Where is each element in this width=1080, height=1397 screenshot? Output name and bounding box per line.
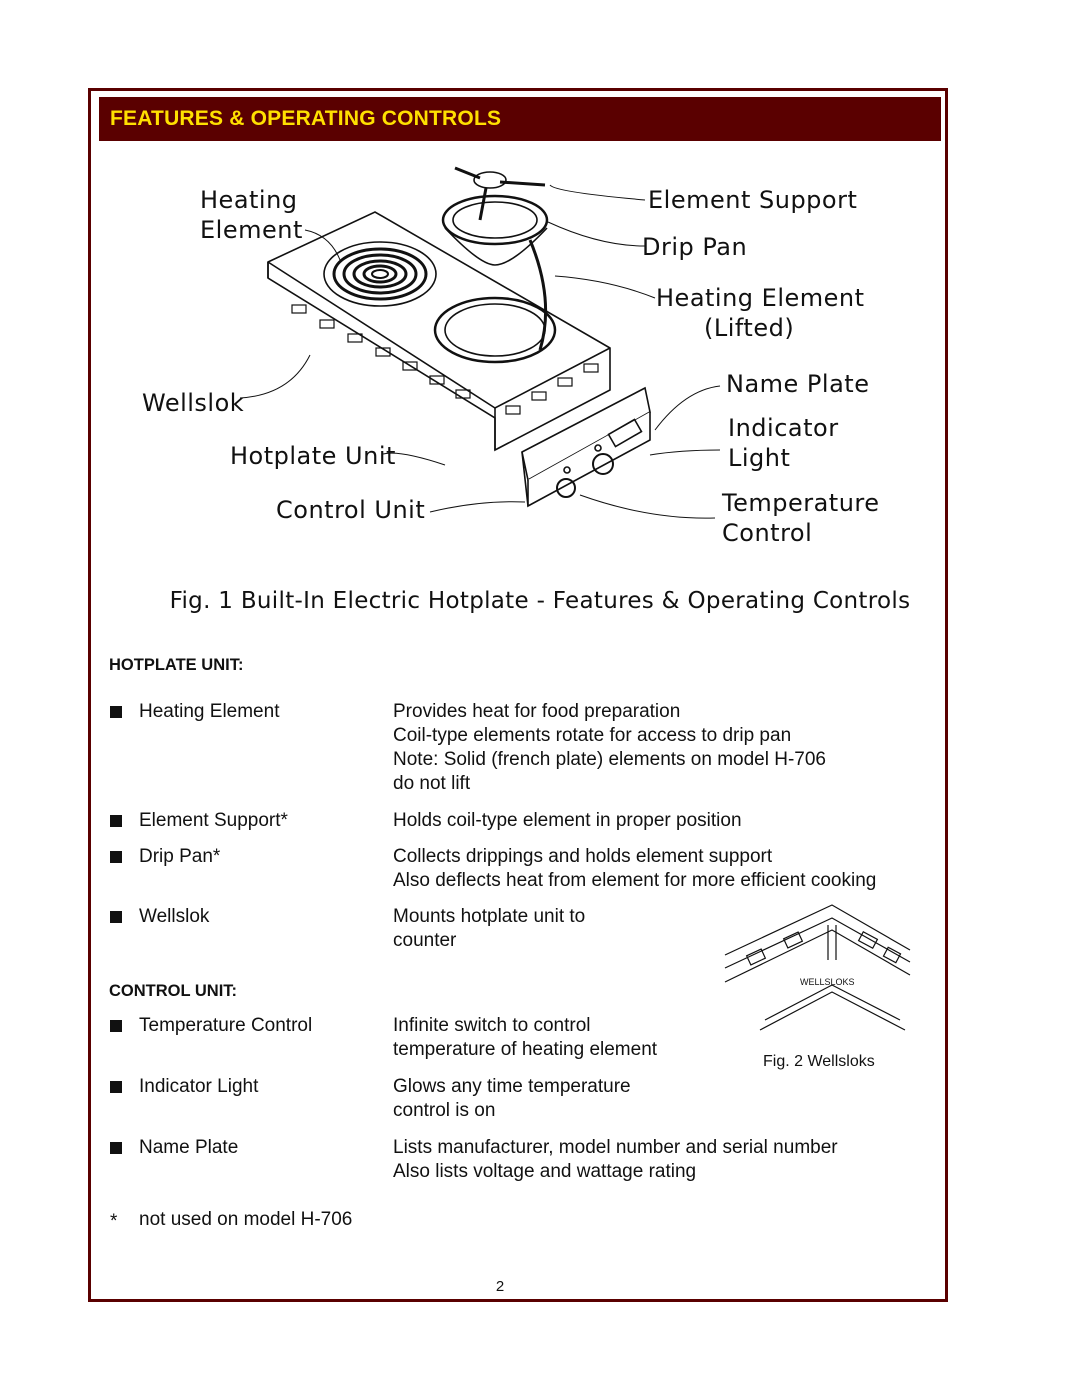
item-desc: Collects drippings and holds element sup… xyxy=(393,846,773,867)
bullet xyxy=(110,851,122,863)
item-desc: counter xyxy=(393,930,457,951)
label-temperature-control: Temperature xyxy=(722,489,880,517)
item-name: Name Plate xyxy=(139,1137,239,1158)
label-wellslok: Wellslok xyxy=(142,389,245,417)
label-control-unit: Control Unit xyxy=(276,496,426,524)
item-name: Indicator Light xyxy=(139,1076,259,1097)
item-desc: Glows any time temperature xyxy=(393,1076,631,1097)
label-heating-element-2: Element xyxy=(200,216,303,244)
figure-2-caption: Fig. 2 Wellsloks xyxy=(763,1053,875,1070)
item-desc: Also deflects heat from element for more… xyxy=(393,870,877,891)
label-element-support: Element Support xyxy=(648,186,858,214)
hotplate-section-title: HOTPLATE UNIT: xyxy=(109,656,244,674)
item-name: Element Support* xyxy=(139,810,288,831)
section-title: FEATURES & OPERATING CONTROLS xyxy=(110,107,502,130)
figure-1-caption: Fig. 1 Built-In Electric Hotplate - Feat… xyxy=(169,588,911,614)
control-section-title: CONTROL UNIT: xyxy=(109,982,238,1000)
item-name: Drip Pan* xyxy=(139,846,221,867)
label-temperature-control-2: Control xyxy=(722,519,813,547)
bullet xyxy=(110,1020,122,1032)
item-desc: Also lists voltage and wattage rating xyxy=(393,1161,697,1182)
item-desc: Coil-type elements rotate for access to … xyxy=(393,725,792,746)
label-heating-lifted: Heating Element xyxy=(656,284,865,312)
bullet xyxy=(110,706,122,718)
item-desc: Note: Solid (french plate) elements on m… xyxy=(393,749,827,770)
item-desc: Provides heat for food preparation xyxy=(393,701,681,722)
label-indicator-2: Light xyxy=(728,444,791,472)
item-name: Wellslok xyxy=(139,906,210,927)
label-heating-lifted-2: (Lifted) xyxy=(704,314,795,342)
item-desc: do not lift xyxy=(393,773,471,794)
wellsloks-diagram: WELLSLOKS xyxy=(724,904,911,1031)
label-drip-pan: Drip Pan xyxy=(642,233,748,261)
page-border xyxy=(88,88,948,1302)
item-desc: temperature of heating element xyxy=(393,1039,658,1060)
bullet xyxy=(110,815,122,827)
label-name-plate: Name Plate xyxy=(726,370,870,398)
page-number: 2 xyxy=(495,1278,505,1295)
label-indicator: Indicator xyxy=(728,414,839,442)
hotplate-diagram xyxy=(239,166,721,519)
bullet xyxy=(110,1081,122,1093)
item-name: Temperature Control xyxy=(139,1015,313,1036)
item-desc: Lists manufacturer, model number and ser… xyxy=(393,1137,838,1158)
footnote-mark: * xyxy=(110,1211,118,1232)
wellsloks-inner-label: WELLSLOKS xyxy=(800,977,855,987)
label-heating-element: Heating xyxy=(200,186,298,214)
item-desc: Holds coil-type element in proper positi… xyxy=(393,810,742,831)
bullet xyxy=(110,1142,122,1154)
item-name: Heating Element xyxy=(139,701,280,722)
section-header: FEATURES & OPERATING CONTROLS xyxy=(99,97,941,141)
item-desc: control is on xyxy=(393,1100,496,1121)
bullet xyxy=(110,911,122,923)
footnote-text: not used on model H-706 xyxy=(139,1209,353,1230)
label-hotplate-unit: Hotplate Unit xyxy=(230,442,396,470)
item-desc: Mounts hotplate unit to xyxy=(393,906,586,927)
item-desc: Infinite switch to control xyxy=(393,1015,591,1036)
